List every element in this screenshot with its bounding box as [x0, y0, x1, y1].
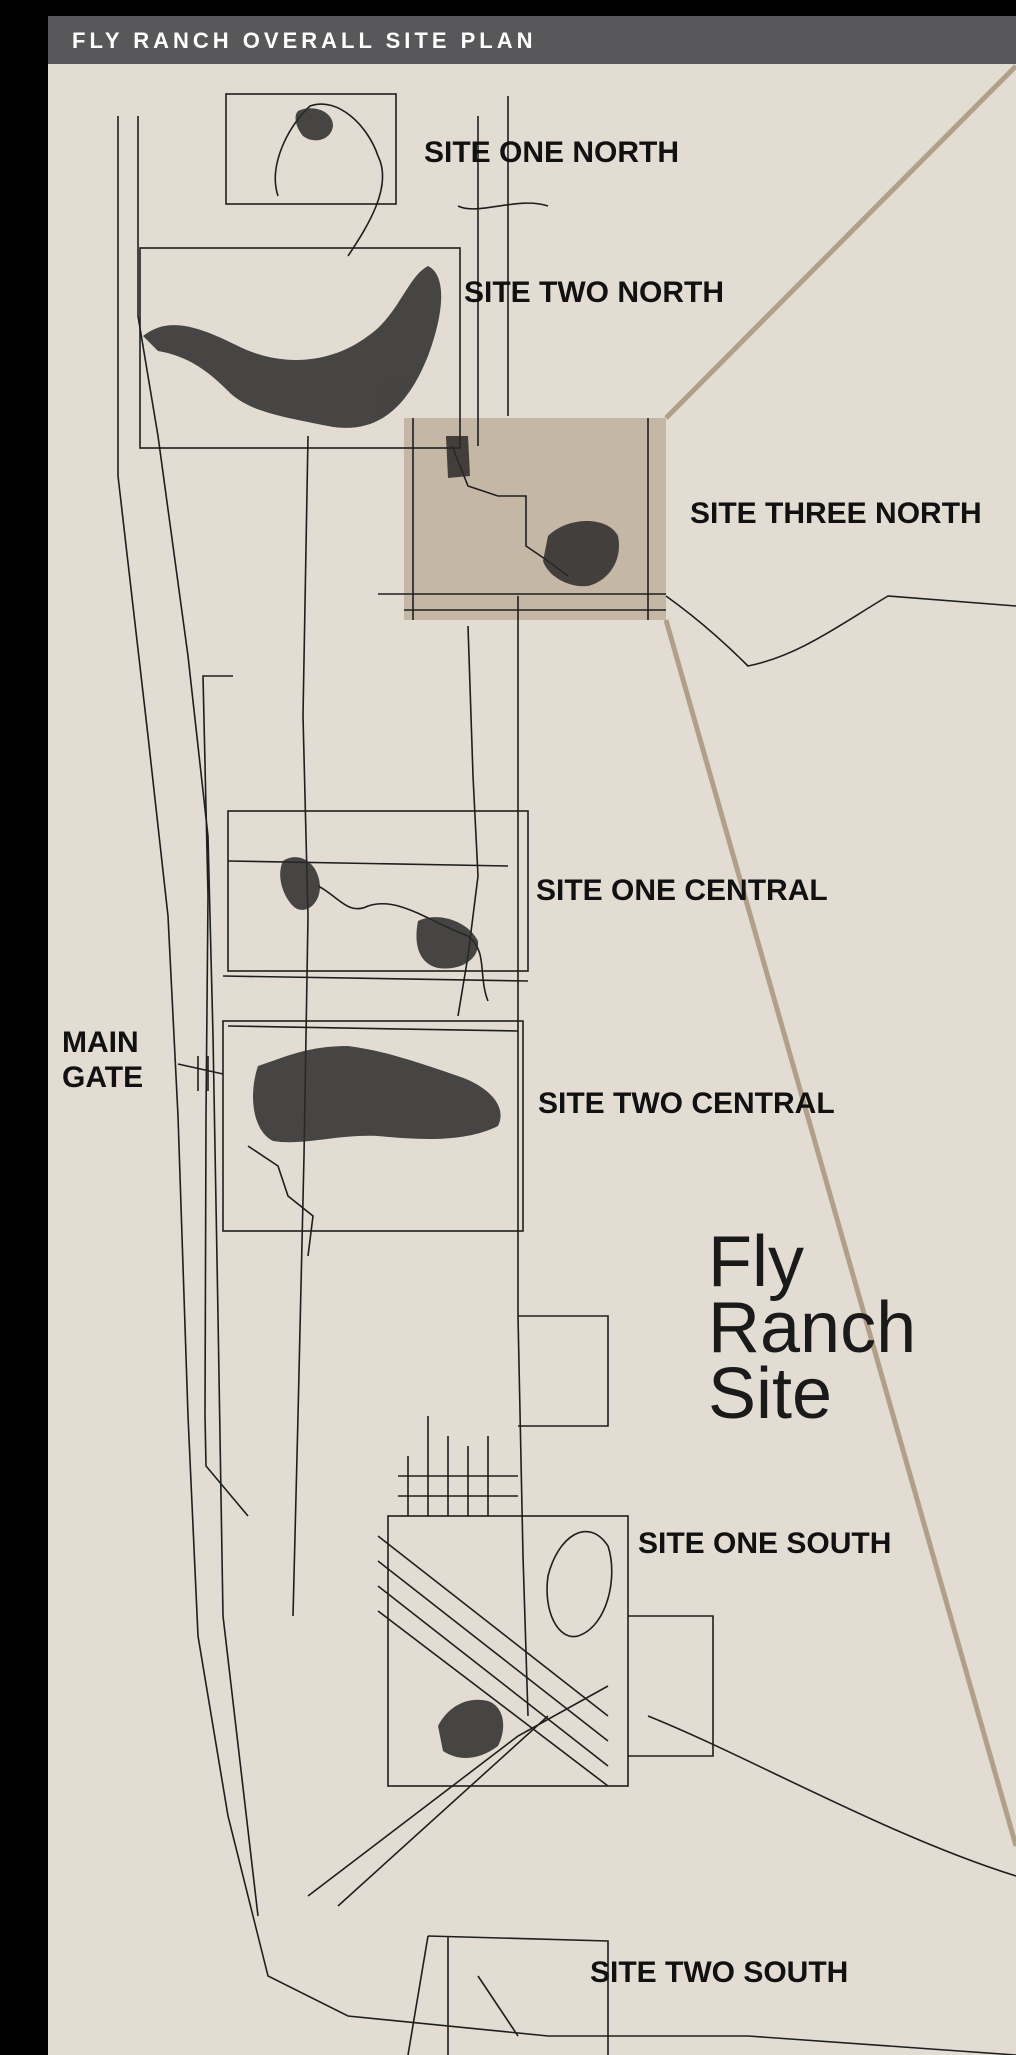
- label-site-one-central[interactable]: SITE ONE CENTRAL: [536, 874, 828, 907]
- callout-line-bottom: [663, 619, 1016, 1847]
- water-features: [143, 108, 619, 1758]
- central-pond: [416, 917, 479, 969]
- site-one-north-pond: [295, 108, 333, 141]
- header-bar: FLY RANCH OVERALL SITE PLAN: [48, 16, 1016, 64]
- main-gate-line2: GATE: [62, 1060, 144, 1094]
- title-line-1: Fly: [708, 1222, 804, 1302]
- site-three-pond: [543, 521, 619, 587]
- page-title: FLY RANCH OVERALL SITE PLAN: [72, 28, 537, 53]
- main-gate-line1: MAIN: [62, 1026, 139, 1059]
- central-pond-small: [280, 857, 320, 910]
- label-site-two-south[interactable]: SITE TWO SOUTH: [590, 1956, 849, 1989]
- label-site-one-north[interactable]: SITE ONE NORTH: [424, 136, 680, 169]
- title-line-3: Site: [708, 1354, 833, 1435]
- title-line-2: Ranch: [708, 1288, 917, 1369]
- label-site-two-central[interactable]: SITE TWO CENTRAL: [538, 1087, 835, 1120]
- site-plan-linework: [117, 93, 1016, 2055]
- fly-ranch-site-title: Fly Ranch Site: [708, 1222, 917, 1435]
- label-main-gate[interactable]: MAIN GATE: [62, 1026, 143, 1095]
- site-plan-panel: FLY RANCH OVERALL SITE PLAN SITE ONE NOR…: [48, 16, 1016, 2055]
- callout-line-top: [664, 64, 1016, 420]
- south-water-body: [438, 1699, 504, 1758]
- main-water-body: [253, 1046, 501, 1143]
- label-site-one-south[interactable]: SITE ONE SOUTH: [638, 1527, 892, 1560]
- label-site-three-north[interactable]: SITE THREE NORTH: [690, 497, 982, 530]
- label-site-two-north[interactable]: SITE TWO NORTH: [464, 276, 724, 309]
- site-plan-map: [117, 64, 1016, 2055]
- north-water-body: [143, 266, 442, 428]
- site-three-structure: [446, 436, 470, 478]
